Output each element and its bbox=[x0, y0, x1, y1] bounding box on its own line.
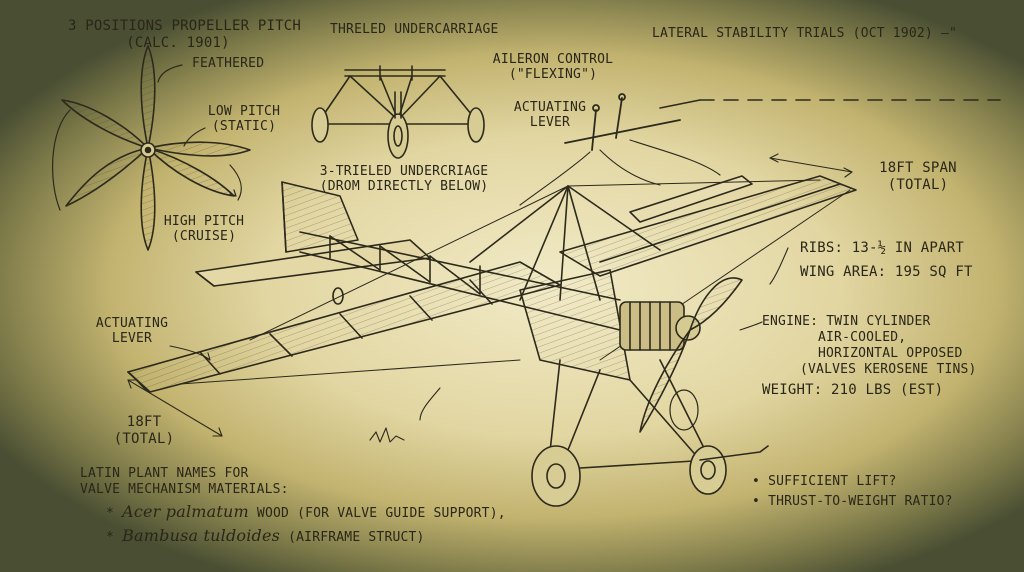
undercarriage-title: THRELED UNDERCARRIAGE bbox=[330, 22, 499, 37]
propeller-title-line2: (CALC. 1901) bbox=[126, 35, 230, 51]
plants-bullet-2: * bbox=[106, 530, 115, 545]
plants-item-2-name: Bambusa tuldoides bbox=[122, 526, 281, 545]
trials-header: LATERAL STABILITY TRIALS (OCT 1902) —" bbox=[652, 26, 958, 41]
label-low-pitch-line2: (STATIC) bbox=[211, 119, 277, 134]
label-feathered: FEATHERED bbox=[192, 56, 265, 71]
question-thrust: • THRUST-TO-WEIGHT RATIO? bbox=[752, 494, 953, 509]
span-left-line2: (TOTAL) bbox=[113, 431, 175, 447]
plants-item-1-rest: WOOD (FOR VALVE GUIDE SUPPORT), bbox=[248, 506, 506, 521]
plants-item-1: * Acer palmatum WOOD (FOR VALVE GUIDE SU… bbox=[106, 502, 506, 522]
aileron-lever-line1: ACTUATING bbox=[513, 100, 587, 115]
aileron-label-line2: ("FLEXING") bbox=[508, 67, 598, 82]
spec-engine-line1: ENGINE: TWIN CYLINDER bbox=[762, 314, 931, 329]
label-high-pitch: HIGH PITCH(CRUISE) bbox=[156, 214, 252, 244]
label-high-pitch-line2: (CRUISE) bbox=[171, 229, 237, 244]
plants-item-2-rest: (AIRFRAME STRUCT) bbox=[280, 530, 425, 545]
aileron-lever bbox=[519, 93, 721, 206]
question-lift: • SUFFICIENT LIFT? bbox=[752, 474, 897, 489]
left-lever-line2: LEVER bbox=[111, 331, 153, 346]
plants-title-line1: LATIN PLANT NAMES FOR bbox=[80, 466, 249, 481]
undercarriage-caption-line2: (DROM DIRECTLY BELOW) bbox=[319, 179, 489, 194]
question-lift-text: SUFFICIENT LIFT? bbox=[768, 474, 897, 489]
spec-engine-line2: AIR-COOLED, bbox=[818, 330, 907, 345]
undercarriage-caption-line1: 3-TRIELED UNDERCRIAGE bbox=[319, 164, 489, 179]
undercarriage-caption: 3-TRIELED UNDERCRIAGE(DROM DIRECTLY BELO… bbox=[304, 164, 504, 194]
propeller-detail bbox=[52, 45, 251, 251]
span-left-label: 18FT(TOTAL) bbox=[104, 414, 184, 448]
plants-bullet-1: * bbox=[106, 506, 115, 521]
label-low-pitch: LOW PITCH(STATIC) bbox=[196, 104, 292, 134]
plants-item-2: * Bambusa tuldoides (AIRFRAME STRUCT) bbox=[106, 526, 425, 546]
spec-engine-line4: (VALVES KEROSENE TINS) bbox=[800, 362, 977, 377]
propeller-title-line1: 3 POSITIONS PROPELLER PITCH bbox=[68, 18, 301, 34]
aileron-label: AILERON CONTROL("FLEXING") bbox=[478, 52, 628, 82]
question-bullet-2: • bbox=[752, 494, 761, 509]
spec-engine-line3: HORIZONTAL OPPOSED bbox=[818, 346, 963, 361]
question-bullet-1: • bbox=[752, 474, 761, 489]
span-right-label: 18FT SPAN(TOTAL) bbox=[858, 160, 978, 194]
span-right-line2: (TOTAL) bbox=[887, 177, 949, 193]
undercarriage-detail bbox=[311, 65, 485, 159]
dimension-lines bbox=[127, 153, 853, 443]
aileron-label-line1: AILERON CONTROL bbox=[492, 52, 614, 67]
spec-wing-area: WING AREA: 195 SQ FT bbox=[800, 264, 973, 280]
left-lever-line1: ACTUATING bbox=[95, 316, 169, 331]
spec-ribs: RIBS: 13-½ IN APART bbox=[800, 240, 964, 256]
trial-path-dashes bbox=[659, 99, 1001, 109]
question-thrust-text: THRUST-TO-WEIGHT RATIO? bbox=[768, 494, 953, 509]
span-left-line1: 18FT bbox=[126, 414, 162, 430]
label-low-pitch-line1: LOW PITCH bbox=[207, 104, 281, 119]
span-right-line1: 18FT SPAN bbox=[879, 160, 957, 176]
aileron-lever-line2: LEVER bbox=[529, 115, 571, 130]
monoplane bbox=[127, 175, 857, 507]
label-high-pitch-line1: HIGH PITCH bbox=[163, 214, 245, 229]
propeller-title: 3 POSITIONS PROPELLER PITCH(CALC. 1901) bbox=[68, 18, 301, 52]
spec-weight: WEIGHT: 210 LBS (EST) bbox=[762, 382, 944, 398]
plants-title-line2: VALVE MECHANISM MATERIALS: bbox=[80, 482, 289, 497]
plants-item-1-name: Acer palmatum bbox=[122, 502, 249, 521]
